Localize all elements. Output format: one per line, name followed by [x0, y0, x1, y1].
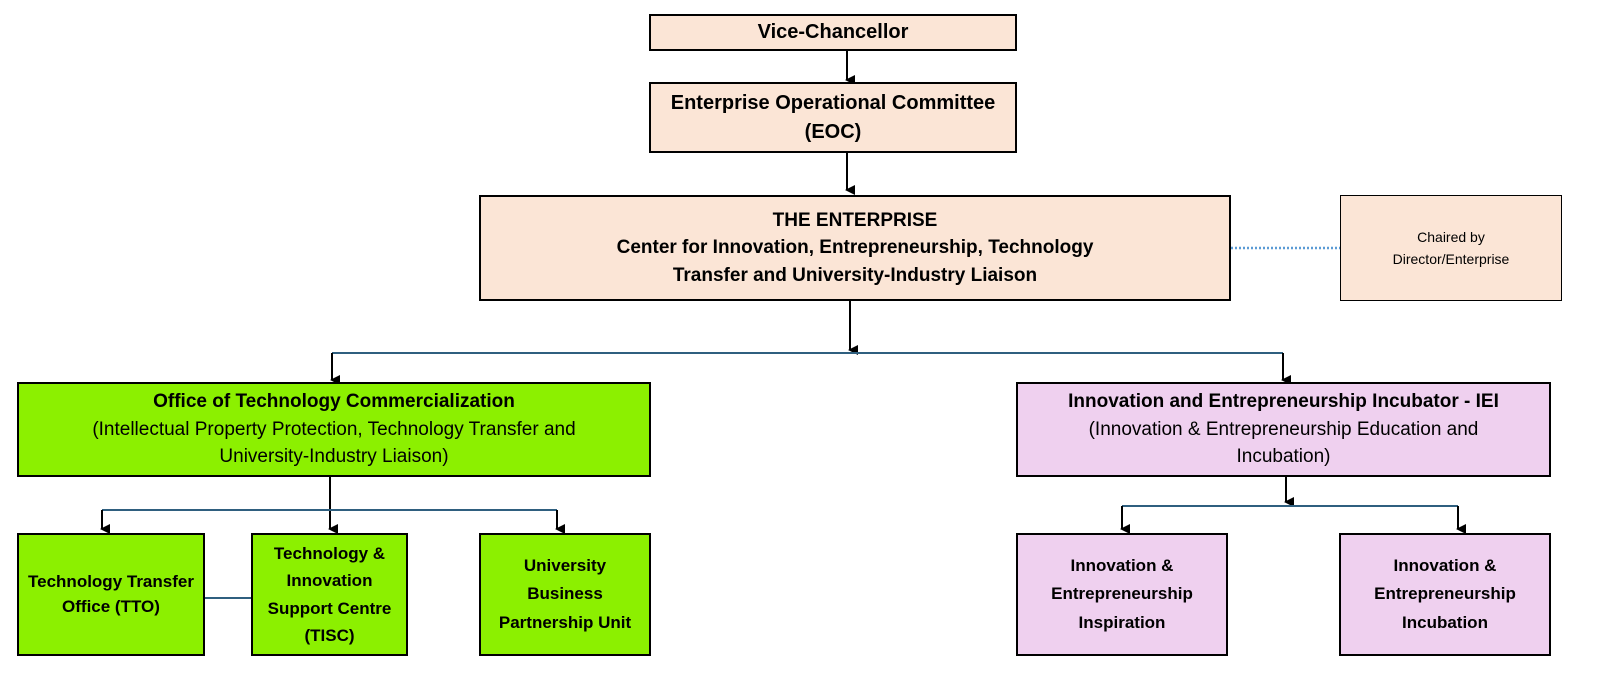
- tisc-line4: (TISC): [304, 625, 355, 645]
- inspiration-line1: Innovation &: [1070, 556, 1174, 576]
- tisc-line1: Technology &: [273, 544, 386, 564]
- iei-title: Innovation and Entrepreneurship Incubato…: [1068, 391, 1499, 413]
- iei-description-line2: Incubation): [1236, 446, 1331, 468]
- inspiration-line3: Inspiration: [1078, 612, 1166, 632]
- incubation-line1: Innovation &: [1393, 556, 1497, 576]
- iei-box: Innovation and Entrepreneurship Incubato…: [1016, 382, 1551, 477]
- incubation-line3: Incubation: [1402, 612, 1488, 632]
- inspiration-line2: Entrepreneurship: [1051, 584, 1193, 604]
- eoc-box: Enterprise Operational Committee (EOC): [649, 82, 1017, 153]
- ubpu-box: University Business Partnership Unit: [479, 533, 651, 656]
- incubation-box: Innovation & Entrepreneurship Incubation: [1339, 533, 1551, 656]
- enterprise-box: THE ENTERPRISE Center for Innovation, En…: [479, 195, 1231, 301]
- chair-note-box: Chaired by Director/Enterprise: [1340, 195, 1562, 301]
- eoc-title: Enterprise Operational Committee: [670, 91, 996, 114]
- chair-note-line2: Director/Enterprise: [1392, 251, 1510, 267]
- otc-title: Office of Technology Commercialization: [153, 391, 515, 413]
- ubpu-line1: University: [523, 556, 607, 576]
- ubpu-line2: Business: [527, 584, 603, 604]
- otc-description-line1: (Intellectual Property Protection, Techn…: [92, 418, 576, 440]
- enterprise-subtitle-line2: Transfer and University-Industry Liaison: [672, 264, 1038, 286]
- tto-line1: Technology Transfer: [28, 571, 194, 591]
- otc-description-line2: University-Industry Liaison): [219, 446, 449, 468]
- chair-note-line1: Chaired by: [1417, 228, 1485, 245]
- vice-chancellor-label: Vice-Chancellor: [757, 21, 909, 43]
- otc-box: Office of Technology Commercialization (…: [17, 382, 651, 477]
- tisc-line3: Support Centre: [267, 598, 392, 618]
- inspiration-box: Innovation & Entrepreneurship Inspiratio…: [1016, 533, 1228, 656]
- ubpu-line3: Partnership Unit: [498, 612, 632, 632]
- eoc-abbrev: (EOC): [804, 120, 862, 143]
- tto-box: Technology Transfer Office (TTO): [17, 533, 205, 656]
- enterprise-title: THE ENTERPRISE: [772, 209, 938, 231]
- incubation-line2: Entrepreneurship: [1374, 584, 1516, 604]
- iei-description-line1: (Innovation & Entrepreneurship Education…: [1088, 418, 1479, 440]
- tto-line2: Office (TTO): [62, 596, 160, 616]
- tisc-box: Technology & Innovation Support Centre (…: [251, 533, 408, 656]
- vice-chancellor-box: Vice-Chancellor: [649, 14, 1017, 51]
- enterprise-subtitle-line1: Center for Innovation, Entrepreneurship,…: [616, 237, 1094, 259]
- tisc-line2: Innovation: [286, 571, 373, 591]
